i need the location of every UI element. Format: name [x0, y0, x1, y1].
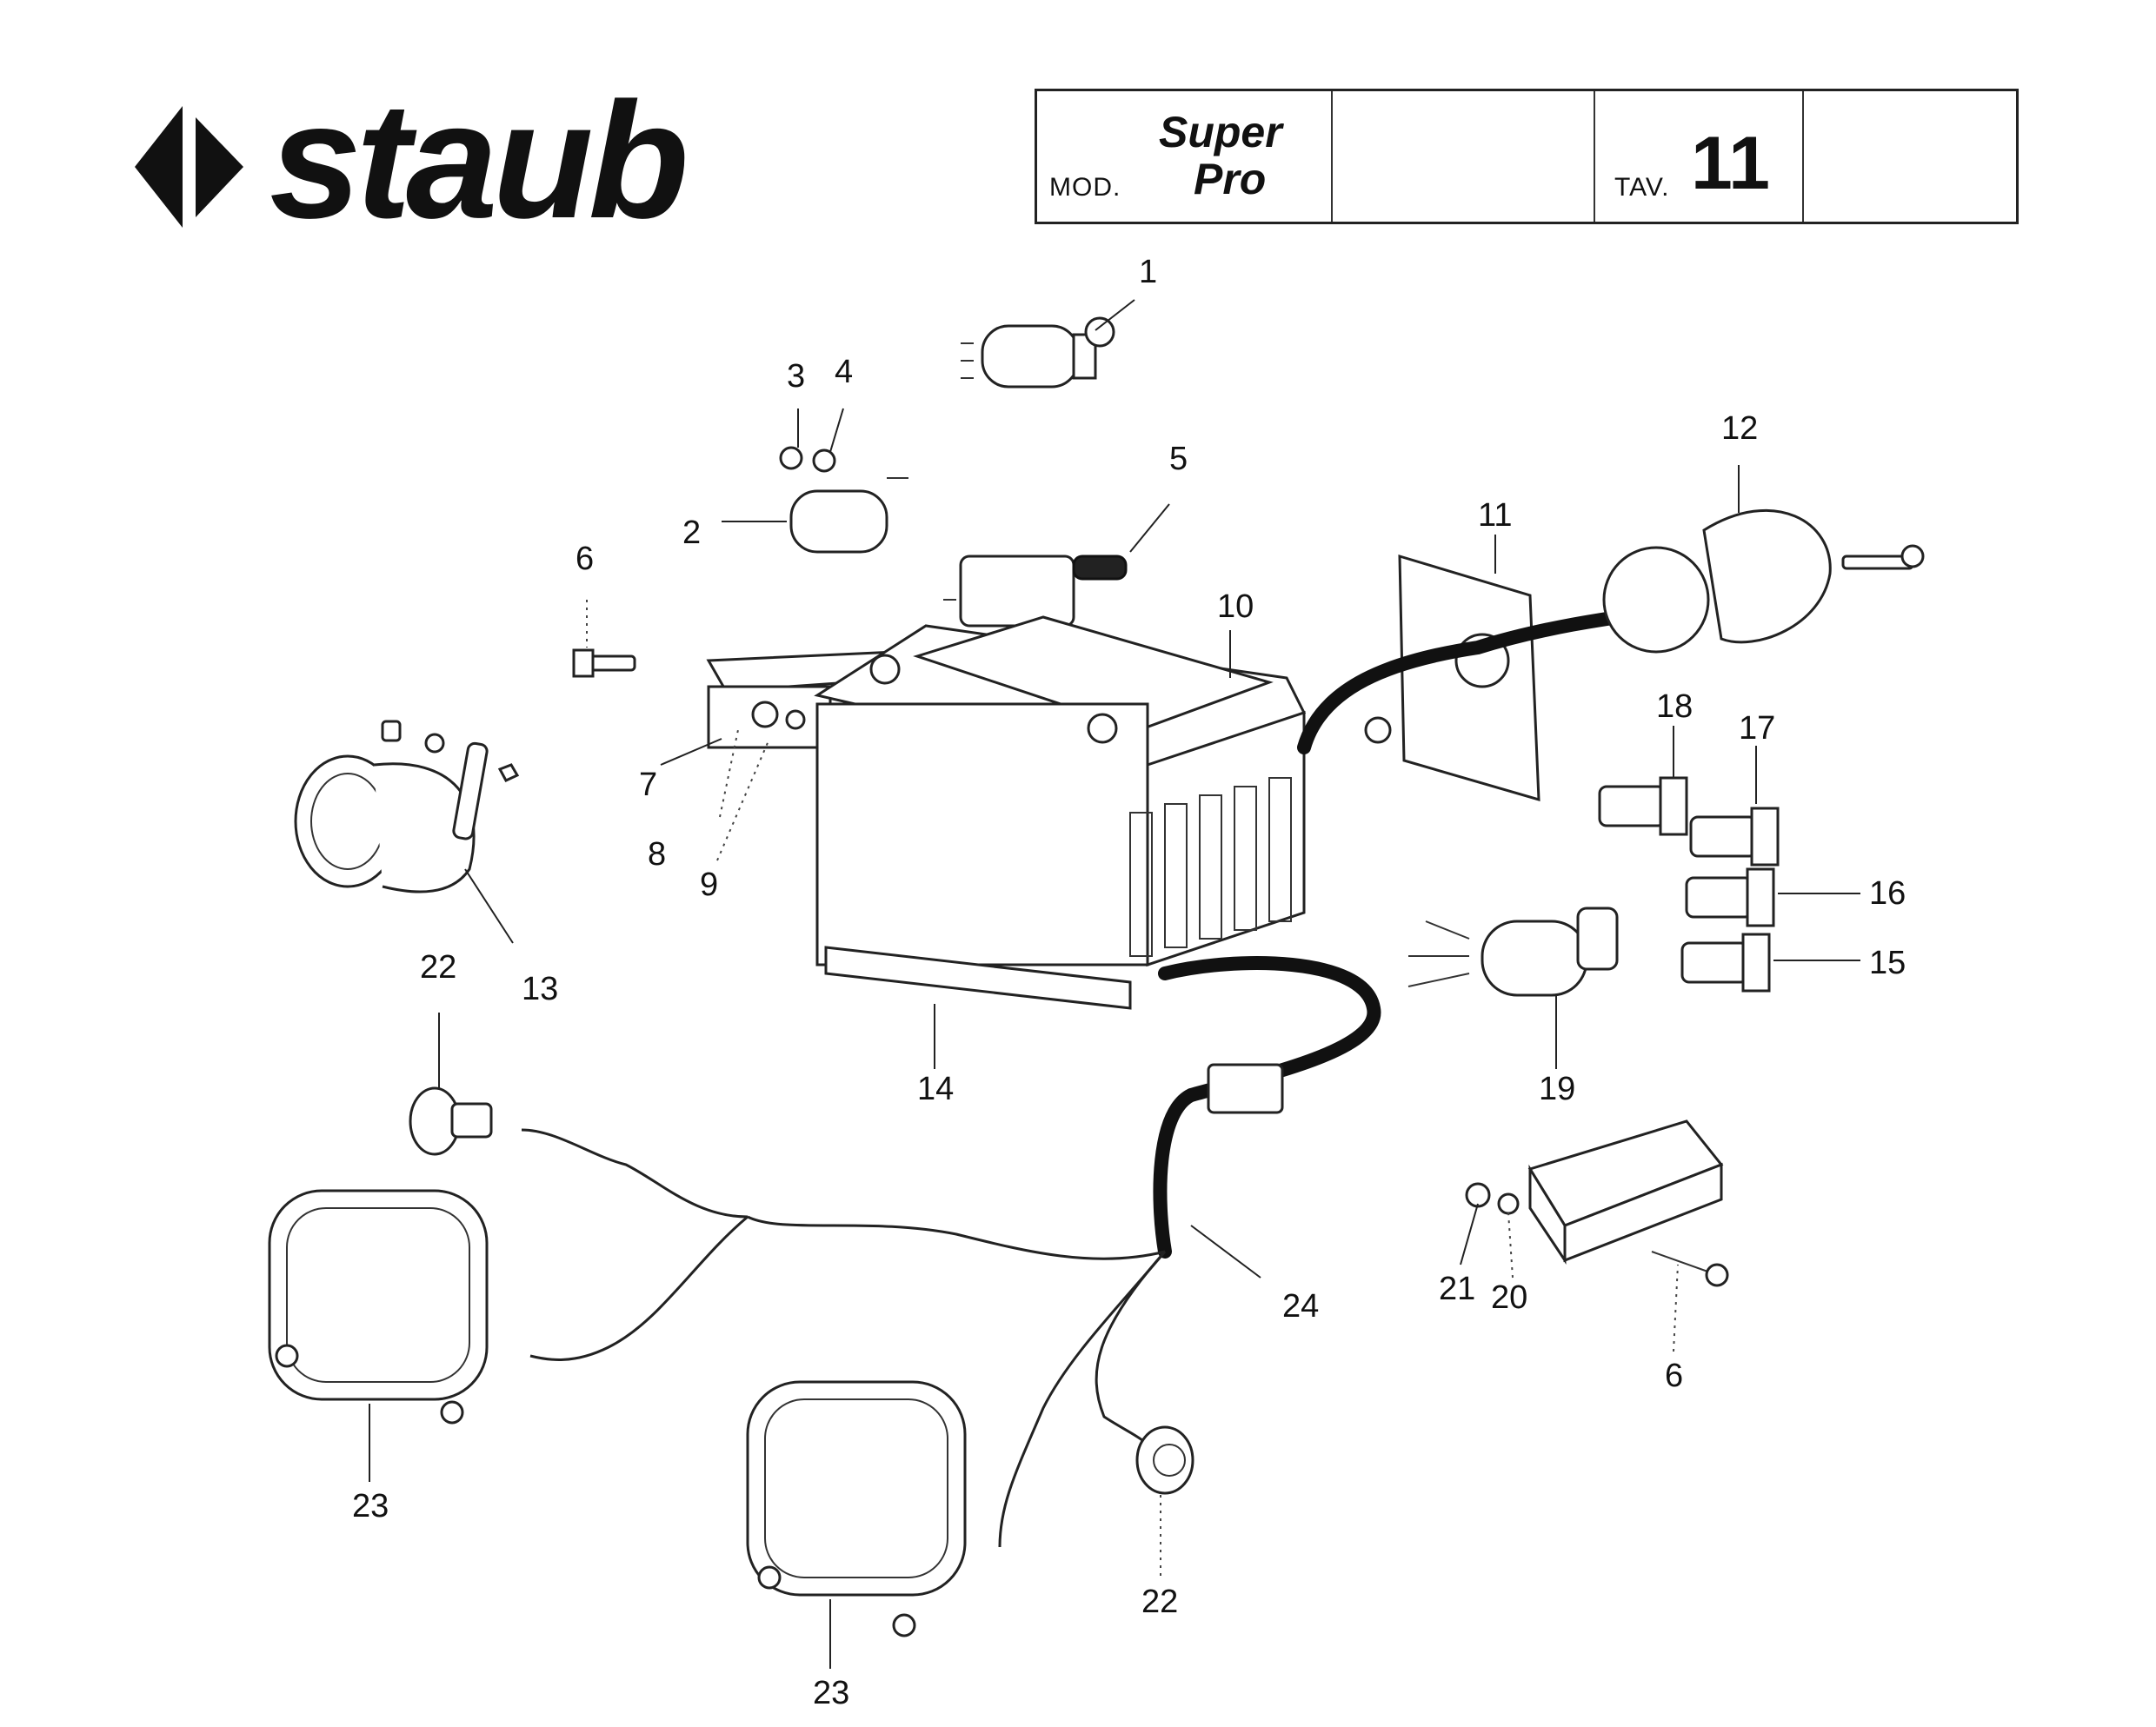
- model-cell: Super Pro MOD.: [1037, 91, 1333, 222]
- harness-plug: [1407, 907, 1619, 997]
- callout-13: 13: [522, 971, 558, 1007]
- socket-18: [1598, 776, 1688, 836]
- socket-15: [1680, 933, 1771, 993]
- callout-15: 15: [1869, 945, 1906, 981]
- callout-6-left: 6: [576, 541, 594, 577]
- blank-cell: [1333, 91, 1595, 222]
- callout-22-left: 22: [420, 949, 456, 986]
- callout-11: 11: [1478, 497, 1512, 534]
- headlamp-left: [268, 1189, 489, 1425]
- callout-23-left: 23: [352, 1488, 389, 1524]
- callout-18: 18: [1656, 688, 1693, 725]
- callout-6-right: 6: [1665, 1358, 1683, 1394]
- callout-23-right: 23: [813, 1675, 849, 1711]
- callout-22-right: 22: [1141, 1584, 1178, 1620]
- tav-label: TAV.: [1614, 173, 1670, 202]
- callout-1: 1: [1139, 254, 1157, 290]
- title-block: Super Pro MOD. TAV. 11: [1035, 89, 2019, 224]
- tav-number: 11: [1691, 122, 1770, 205]
- battery: [814, 615, 1307, 967]
- model-name-line1: Super: [1159, 108, 1282, 156]
- bulb-socket-left: [409, 1086, 493, 1156]
- socket-16: [1685, 867, 1775, 927]
- callout-20: 20: [1491, 1279, 1527, 1316]
- model-name-line2: Pro: [1194, 155, 1267, 203]
- bolt-left: [572, 648, 636, 678]
- light-switch: [943, 555, 1128, 628]
- ignition-switch: [961, 316, 1115, 389]
- callout-21: 21: [1439, 1271, 1475, 1307]
- mod-label: MOD.: [1049, 173, 1121, 202]
- connector-housing: [1602, 508, 1925, 654]
- callout-2: 2: [682, 515, 701, 551]
- main-harness: [1153, 956, 1381, 1259]
- bulb-socket-right: [1135, 1425, 1194, 1495]
- callout-24: 24: [1282, 1288, 1319, 1325]
- callout-5: 5: [1169, 441, 1188, 477]
- callout-8: 8: [648, 836, 666, 873]
- battery-pad: [824, 946, 1132, 1010]
- logo-left-chevron: [135, 106, 183, 228]
- callout-10: 10: [1217, 588, 1254, 625]
- logo-right-chevron: [196, 117, 243, 217]
- callout-19: 19: [1539, 1071, 1575, 1107]
- callout-12: 12: [1721, 410, 1758, 447]
- headlamp-right: [746, 1380, 967, 1637]
- staub-logo: staub: [135, 87, 690, 235]
- callout-17: 17: [1739, 710, 1775, 747]
- callout-3: 3: [787, 358, 805, 395]
- mounting-plate: [1398, 554, 1540, 802]
- callout-9: 9: [700, 867, 718, 903]
- horn: [294, 720, 520, 893]
- callout-7: 7: [639, 767, 657, 803]
- electronic-module: [1527, 1119, 1729, 1287]
- logo-wordmark: staub: [270, 87, 685, 235]
- callout-16: 16: [1869, 875, 1906, 912]
- socket-17: [1689, 807, 1780, 867]
- callout-14: 14: [917, 1071, 954, 1107]
- callout-4: 4: [835, 354, 853, 390]
- relay-component: [779, 446, 908, 554]
- harness-connector: [1207, 1063, 1284, 1114]
- tav-cell: TAV. 11: [1595, 91, 1804, 222]
